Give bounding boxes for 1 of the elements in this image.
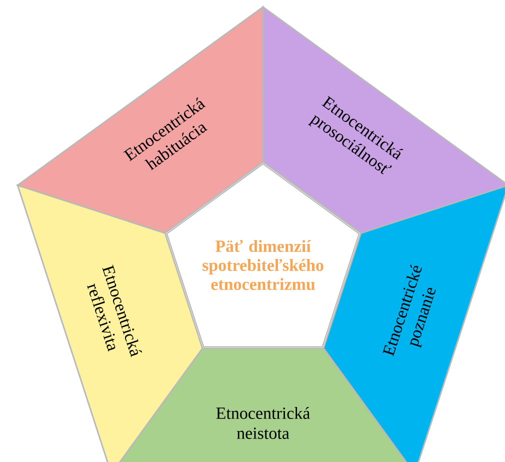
center-pentagon: Päť dimenzií spotrebiteľského etnocentrizmu [166,163,360,348]
